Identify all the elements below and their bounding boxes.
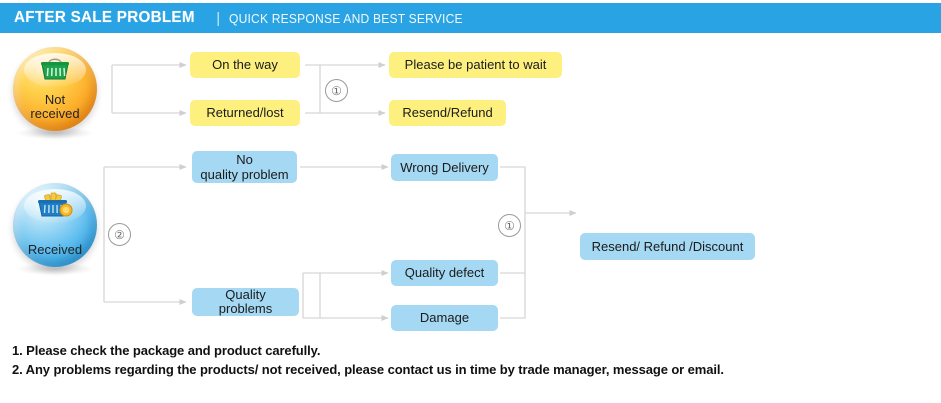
orb-not-received-label-line1: Not [44, 92, 66, 107]
node-quality-defect[interactable]: Quality defect [391, 260, 498, 286]
node-quality-problems[interactable]: Quality problems [192, 288, 299, 316]
orb-not-received-label-line2: received [30, 105, 80, 121]
footer-note-2: 2. Any problems regarding the products/ … [12, 362, 724, 377]
node-no-quality-problem-line2: quality problem [200, 167, 289, 182]
node-wrong-delivery[interactable]: Wrong Delivery [391, 154, 498, 181]
badge-one-not-received: ① [325, 79, 348, 102]
footer-note-1: 1. Please check the package and product … [12, 343, 321, 358]
orb-not-received[interactable]: Not received [13, 47, 97, 131]
page-title: AFTER SALE PROBLEM [14, 9, 195, 26]
node-resend-refund[interactable]: Resend/Refund [389, 100, 506, 126]
shopping-basket-coin-icon [34, 191, 76, 226]
orb-shadow-not-received [17, 127, 93, 139]
header-subtitle: QUICK RESPONSE AND BEST SERVICE [229, 10, 463, 26]
orb-shadow-received [17, 263, 93, 275]
node-no-quality-problem[interactable]: No quality problem [192, 151, 297, 183]
node-please-be-patient-to-wait[interactable]: Please be patient to wait [389, 52, 562, 78]
after-sale-flow-diagram: Not received [0, 33, 941, 338]
badge-two-received-branch: ② [108, 223, 131, 246]
orb-not-received-label: Not received [30, 93, 79, 120]
footer-notes: 1. Please check the package and product … [12, 341, 932, 379]
node-on-the-way[interactable]: On the way [190, 52, 300, 78]
flow-connectors [103, 62, 577, 321]
orb-received-label: Received [27, 241, 83, 257]
node-resend-refund-discount[interactable]: Resend/ Refund /Discount [580, 233, 755, 260]
node-damage[interactable]: Damage [391, 305, 498, 331]
header-divider: | [216, 9, 221, 27]
header-bar: AFTER SALE PROBLEM | QUICK RESPONSE AND … [0, 3, 941, 33]
node-no-quality-problem-line1: No [236, 152, 253, 167]
badge-one-received-merge: ① [498, 214, 521, 237]
orb-received[interactable]: Received [13, 183, 97, 267]
node-returned-lost[interactable]: Returned/lost [190, 100, 300, 126]
shopping-basket-icon [38, 55, 72, 88]
